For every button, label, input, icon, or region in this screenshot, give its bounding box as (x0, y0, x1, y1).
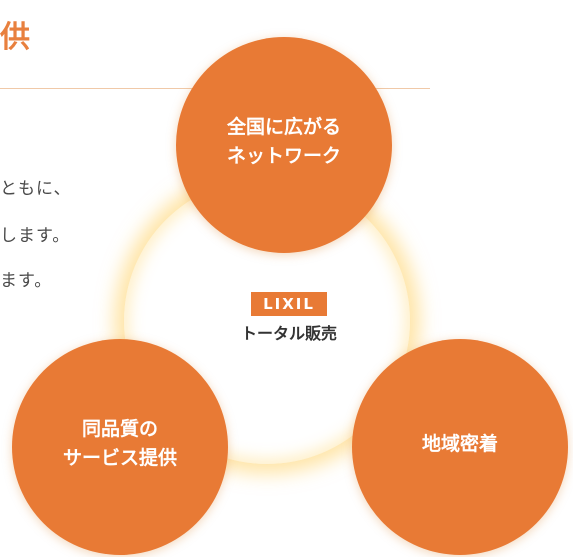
node-nationwide-network-line-2: ネットワーク (226, 145, 341, 167)
lixil-logo: LIXIL (251, 292, 327, 316)
body-text-line-1: ともに、 (0, 179, 72, 199)
node-same-quality-service-line-1: 同品質の (81, 418, 158, 440)
node-same-quality-service-line-2: サービス提供 (62, 447, 177, 469)
body-text-line-3: ます。 (0, 271, 53, 291)
section-heading: 供 (0, 20, 32, 55)
node-same-quality-service: 同品質の サービス提供 (12, 339, 228, 555)
hub-label: トータル販売 (240, 324, 337, 343)
node-community-based-line-1: 地域密着 (421, 432, 498, 455)
body-text-line-2: します。 (0, 226, 71, 246)
node-community-based: 地域密着 (352, 339, 568, 555)
node-nationwide-network-line-1: 全国に広がる (226, 116, 341, 138)
node-nationwide-network: 全国に広がる ネットワーク (176, 37, 392, 253)
